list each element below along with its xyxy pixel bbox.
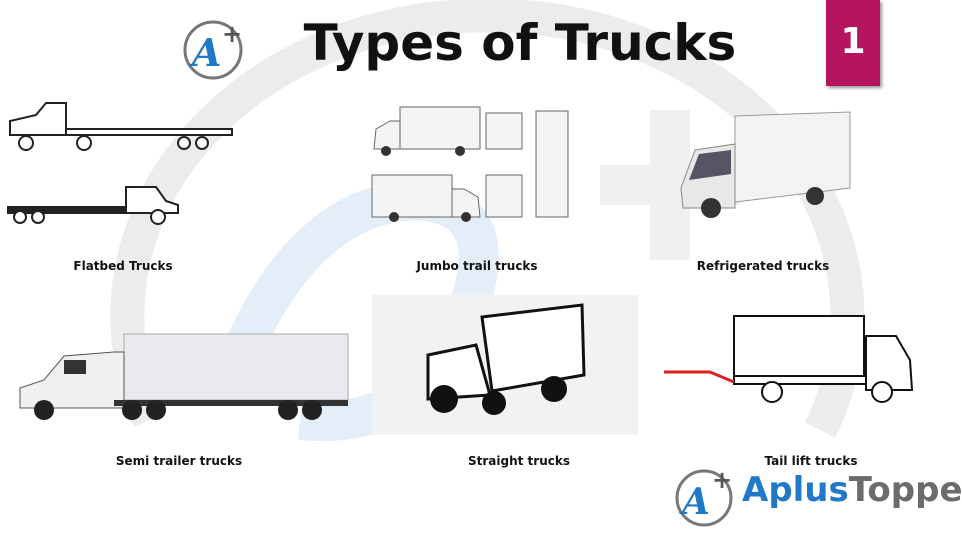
svg-text:A: A (189, 30, 221, 75)
truck-label: Straight trucks (468, 454, 570, 468)
svg-text:A: A (679, 481, 710, 523)
refrigerated-truck-image (680, 111, 851, 218)
page-number-badge: 1 (826, 0, 880, 86)
svg-text:+: + (712, 466, 732, 494)
truck-label: Refrigerated trucks (696, 259, 830, 273)
svg-text:+: + (222, 20, 242, 48)
truck-label: Semi trailer trucks (115, 454, 243, 468)
brand-name-topper: Topper (848, 470, 962, 510)
truck-label: Jumbo trail trucks (416, 259, 538, 273)
tail-lift-truck-image (664, 315, 914, 403)
straight-truck-image (372, 295, 638, 435)
page-title: Types of Trucks (303, 14, 737, 72)
aplustopper-logo: A + AplusTopper (672, 462, 962, 532)
semi-trailer-truck-image (19, 333, 349, 420)
jumbo-trail-truck-image (371, 106, 569, 222)
flatbed-truck-image (7, 102, 233, 225)
truck-label: Flatbed Trucks (73, 259, 173, 273)
brand-name-aplus: Aplus (742, 470, 849, 510)
aplus-logo-icon: A + (675, 466, 733, 527)
aplus-logo-icon: A + (183, 20, 243, 80)
truck-label: Tail lift trucks (764, 454, 858, 468)
